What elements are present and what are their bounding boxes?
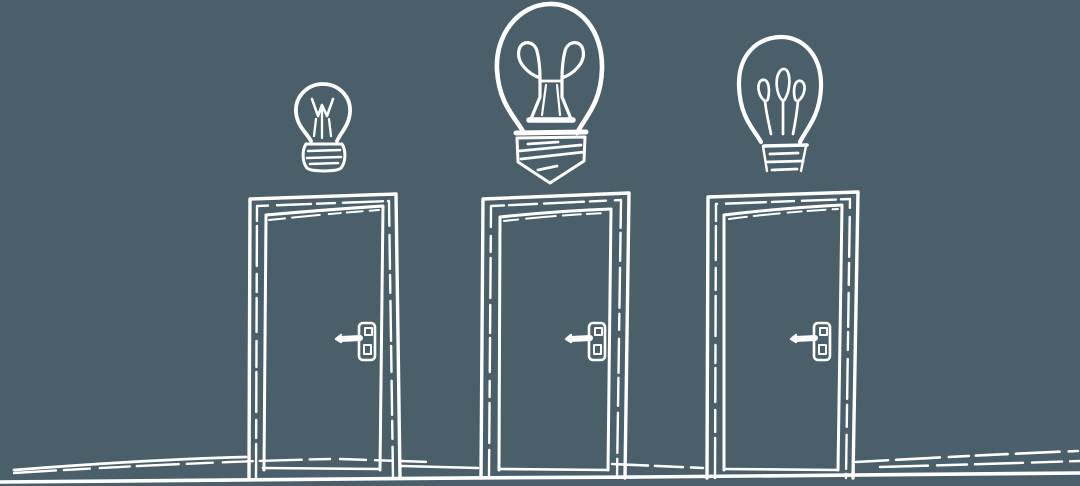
handle-lever bbox=[568, 335, 593, 342]
bulb-base-threads bbox=[305, 148, 343, 166]
door-frame-inner bbox=[487, 198, 623, 480]
ground-dash-right-lower bbox=[878, 459, 1080, 469]
door-panel-echo bbox=[728, 208, 839, 220]
door-frame-inner bbox=[713, 197, 852, 480]
door-panel-echo bbox=[268, 209, 380, 221]
handle-plate bbox=[812, 321, 832, 362]
bulb-filament bbox=[310, 97, 335, 118]
handle-screw-top bbox=[594, 327, 603, 336]
door-frame-inner bbox=[254, 199, 395, 480]
bulb-base-threads bbox=[517, 140, 586, 172]
door-frame-outer bbox=[247, 192, 402, 480]
handle-screw-bottom bbox=[818, 344, 827, 355]
door-left bbox=[247, 192, 402, 480]
door-panel-echo bbox=[503, 212, 608, 222]
bulb-filament-loop-right bbox=[560, 41, 586, 121]
door-sill bbox=[497, 467, 610, 472]
handle-lever bbox=[338, 335, 363, 342]
bulb-base-threads bbox=[765, 151, 805, 172]
bulb-base-outline bbox=[301, 142, 347, 173]
door-handle-icon bbox=[334, 321, 377, 362]
light-bulb-large-icon bbox=[494, 1, 605, 185]
handle-lever bbox=[793, 335, 818, 342]
bulb-filament-stem bbox=[312, 108, 333, 140]
bulb-filament-inner bbox=[540, 83, 562, 117]
door-panel bbox=[262, 204, 385, 472]
bulb-base-sides bbox=[761, 144, 808, 173]
bulb-filament-loop-left bbox=[516, 41, 542, 121]
door-panel bbox=[722, 203, 844, 472]
door-sill bbox=[722, 467, 840, 472]
ground-segment-between-2-3 bbox=[610, 462, 705, 470]
door-frame-outer bbox=[479, 191, 631, 480]
bulb-filament-loop-right bbox=[791, 79, 806, 136]
light-bulb-small-icon bbox=[294, 82, 352, 173]
light-bulb-medium-icon bbox=[736, 34, 824, 173]
door-frame-outer bbox=[705, 190, 860, 480]
door-sill bbox=[261, 466, 381, 471]
door-handle-icon bbox=[564, 321, 607, 362]
bulb-globe bbox=[294, 82, 352, 143]
handle-screw-top bbox=[819, 327, 828, 336]
door-middle bbox=[479, 191, 631, 480]
bulb-globe bbox=[736, 34, 824, 145]
bulb-filament-loop-middle bbox=[775, 67, 791, 136]
handle-screw-top bbox=[364, 327, 373, 336]
ground-main-stroke bbox=[0, 471, 1080, 484]
ground-wedge-upper bbox=[12, 455, 248, 472]
bulb-filament-loop-left bbox=[757, 78, 773, 136]
bulb-base-top bbox=[513, 129, 589, 136]
handle-plate bbox=[357, 321, 377, 362]
ground-segment-between-1-2 bbox=[400, 464, 480, 470]
door-handle-icon bbox=[789, 321, 832, 362]
handle-screw-bottom bbox=[593, 344, 602, 355]
door-panel bbox=[497, 207, 613, 472]
ground-dash-left bbox=[338, 457, 432, 464]
ground-dash-right-upper bbox=[854, 449, 1080, 464]
handle-plate bbox=[587, 321, 607, 362]
ground-line bbox=[0, 449, 1080, 484]
bulb-base-outline bbox=[515, 135, 587, 185]
bulb-globe bbox=[494, 1, 605, 136]
handle-lever-tip bbox=[564, 333, 573, 344]
handle-screw-bottom bbox=[363, 344, 372, 355]
ground-wedge-lower bbox=[12, 457, 332, 475]
handle-lever-tip bbox=[789, 333, 798, 344]
handle-lever-tip bbox=[334, 333, 343, 344]
bulb-base-top bbox=[762, 143, 809, 148]
door-right bbox=[705, 190, 860, 480]
